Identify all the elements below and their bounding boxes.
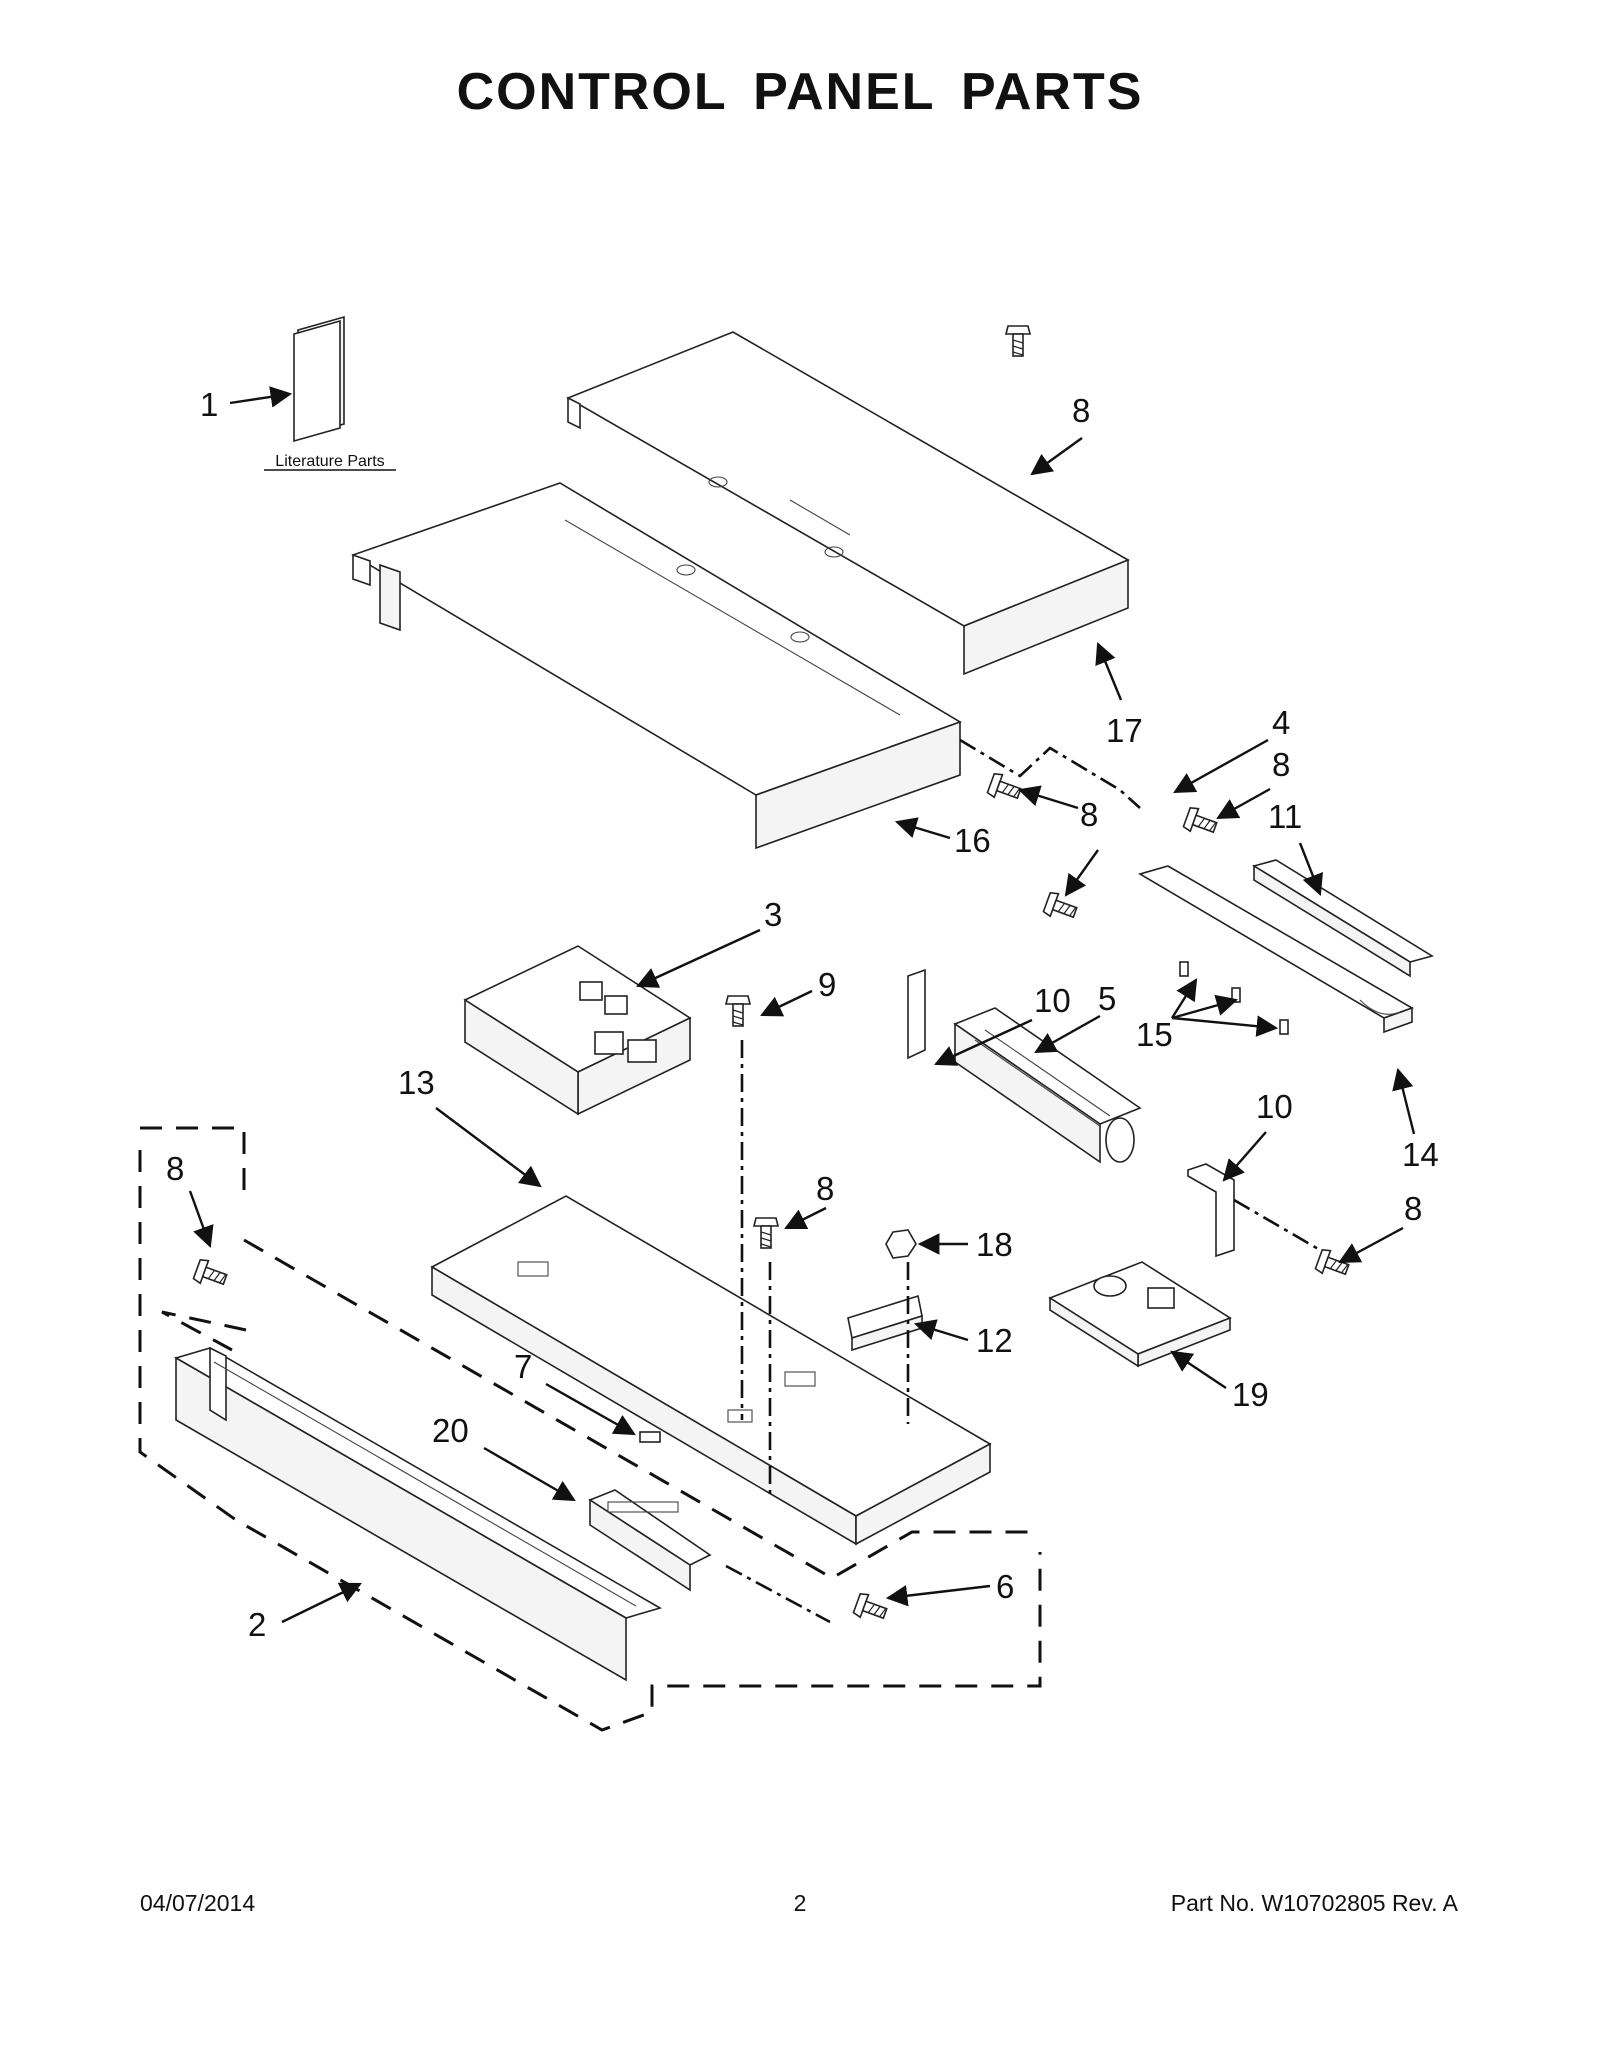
footer-part-number: Part No. W10702805 Rev. A bbox=[1170, 1890, 1458, 1916]
literature-booklet bbox=[264, 315, 396, 471]
callout-1: 1 bbox=[200, 386, 218, 423]
callout-7: 7 bbox=[514, 1348, 532, 1385]
callout-3: 3 bbox=[764, 896, 782, 933]
bracket-10-upper bbox=[907, 968, 926, 1060]
nut-18 bbox=[885, 1229, 917, 1259]
callout-12: 12 bbox=[976, 1322, 1013, 1359]
main-shield-16 bbox=[351, 482, 962, 850]
callout-6: 6 bbox=[996, 1568, 1014, 1605]
page-title: CONTROL PANEL PARTS bbox=[456, 63, 1144, 121]
upper-shield-17 bbox=[566, 331, 1130, 676]
gasket-strip-11 bbox=[1252, 859, 1434, 978]
ui-board-20 bbox=[588, 1489, 712, 1592]
callout-8-top: 8 bbox=[1072, 392, 1090, 429]
callout-8-center: 8 bbox=[816, 1170, 834, 1207]
power-board-19 bbox=[1048, 1261, 1232, 1368]
callout-14: 14 bbox=[1402, 1136, 1439, 1173]
callout-8-right-upper: 8 bbox=[1272, 746, 1290, 783]
callout-18: 18 bbox=[976, 1226, 1013, 1263]
callout-2: 2 bbox=[248, 1606, 266, 1643]
callout-8-mid: 8 bbox=[1080, 796, 1098, 833]
footer-date: 04/07/2014 bbox=[140, 1890, 256, 1916]
callout-20: 20 bbox=[432, 1412, 469, 1449]
bracket-14 bbox=[1137, 865, 1414, 1034]
control-panel-tray-13 bbox=[430, 1195, 992, 1546]
callout-13: 13 bbox=[398, 1064, 435, 1101]
bracket-10-lower bbox=[1187, 1163, 1235, 1258]
callout-9: 9 bbox=[818, 966, 836, 1003]
blower-fan-5 bbox=[953, 1007, 1142, 1164]
callout-4: 4 bbox=[1272, 704, 1290, 741]
console-trim-2 bbox=[173, 1346, 663, 1682]
footer-page-number: 2 bbox=[793, 1890, 807, 1916]
callout-17: 17 bbox=[1106, 712, 1143, 749]
callout-19: 19 bbox=[1232, 1376, 1269, 1413]
literature-parts-label: Literature Parts bbox=[275, 453, 384, 470]
callout-16: 16 bbox=[954, 822, 991, 859]
callout-10-lower: 10 bbox=[1256, 1088, 1293, 1125]
callout-11: 11 bbox=[1268, 798, 1302, 835]
callout-5: 5 bbox=[1098, 980, 1116, 1017]
callout-10-upper: 10 bbox=[1034, 982, 1071, 1019]
terminal-block-12 bbox=[847, 1294, 923, 1352]
callout-15: 15 bbox=[1136, 1016, 1173, 1053]
callout-8-left: 8 bbox=[166, 1150, 184, 1187]
callout-8-right-lower: 8 bbox=[1404, 1190, 1422, 1227]
board-bracket-3 bbox=[463, 945, 692, 1116]
